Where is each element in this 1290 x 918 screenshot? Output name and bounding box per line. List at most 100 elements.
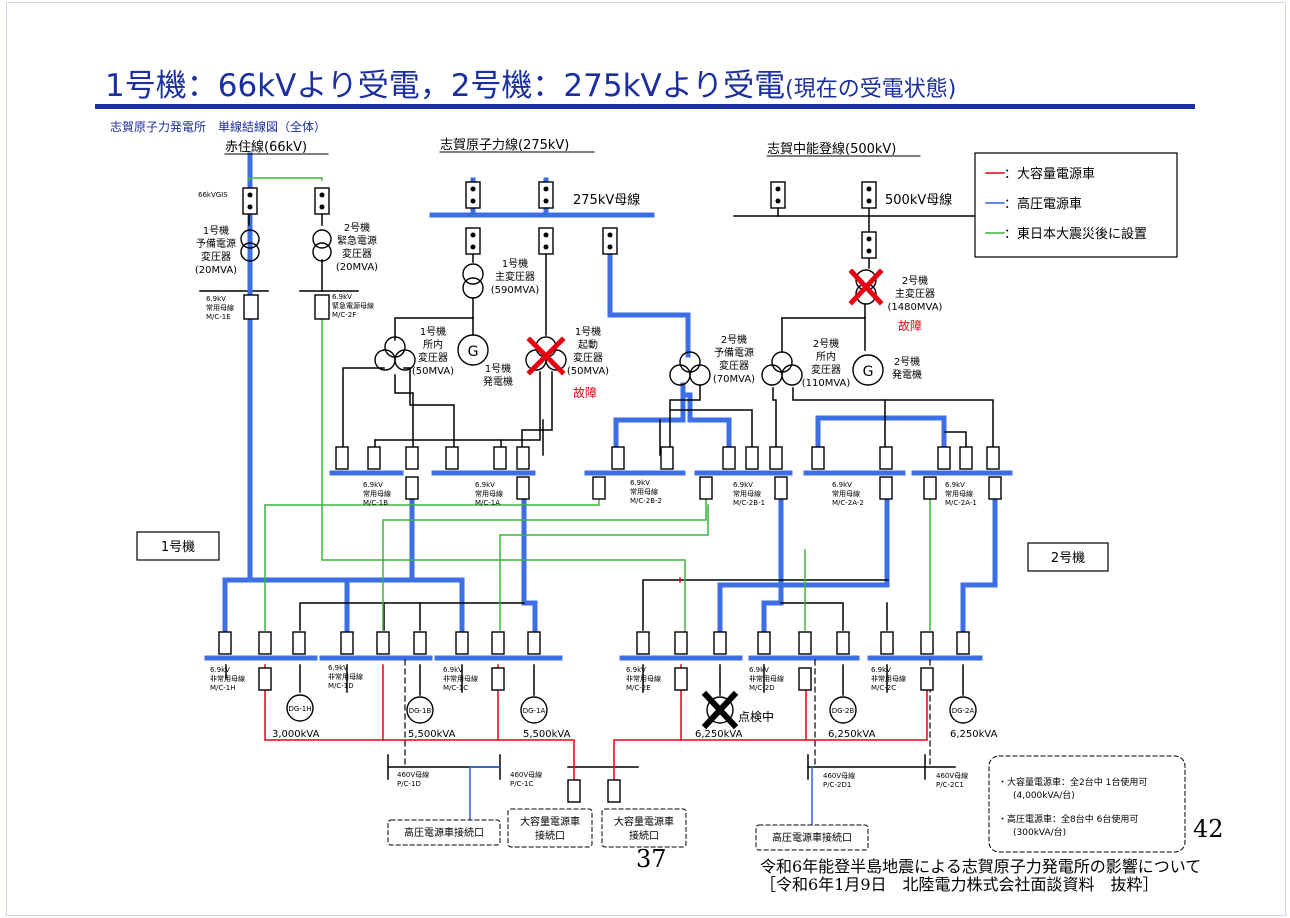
- fault-mark-u2-main: [848, 268, 884, 306]
- u2-backup-tr-l4: (70MVA): [713, 374, 755, 385]
- u2-house-transformer: [761, 351, 803, 386]
- m2a2-l1: 6.9kV: [832, 481, 852, 489]
- m1a-l1: 6.9kV: [475, 481, 495, 489]
- u1-generator: [457, 334, 489, 366]
- u1-backup-transformer: [240, 229, 260, 262]
- hv-vehicle-wiring: [469, 766, 813, 826]
- m1a-l3: M/C-1A: [475, 499, 500, 507]
- diesel-generators: [286, 694, 977, 724]
- cap-1: 3,000kVA: [272, 729, 320, 740]
- m2f-l3: M/C-2F: [332, 311, 356, 319]
- u1-backup-tr-l3: 変圧器: [201, 250, 231, 263]
- m2f-l2: 緊急電源母線: [332, 301, 374, 310]
- m1h-l1: 6.9kV: [210, 666, 230, 674]
- u1-start-fault-label: 故障: [573, 385, 597, 400]
- m2c-l1: 6.9kV: [871, 666, 891, 674]
- line-chuno: 志賀中能登線(500kV): [767, 141, 896, 157]
- lg-connection-2-l2: 接続口: [629, 829, 659, 842]
- m2b1-l3: M/C-2B-1: [733, 499, 765, 507]
- u1-generator-glyph: G: [468, 344, 479, 360]
- lg-connection-1-l2: 接続口: [535, 829, 565, 842]
- inspection-mark-dg-2d: [701, 690, 739, 730]
- m1a-l2: 常用母線: [475, 489, 503, 498]
- source-line-1: 令和6年能登半島地震による志賀原子力発電所の影響について: [760, 857, 1202, 876]
- legend-box: [974, 152, 1178, 258]
- m1e-l1: 6.9kV: [206, 295, 226, 303]
- m2d-l3: M/C-2D: [749, 684, 775, 692]
- p2d1-l1: 460V母線: [823, 771, 855, 780]
- slide-frame: [6, 2, 1286, 916]
- hv-connection-1: 高圧電源車接続口: [404, 826, 484, 839]
- lg-connection-2-l1: 大容量電源車: [614, 815, 674, 828]
- m2a2-l2: 常用母線: [832, 489, 860, 498]
- m1h-l3: M/C-1H: [210, 684, 236, 692]
- bus-500kv-label: 500kV母線: [885, 192, 952, 208]
- m2a1-l1: 6.9kV: [945, 481, 965, 489]
- p2d1-l2: P/C-2D1: [823, 781, 851, 789]
- u2-emerg-tr-l1: 2号機: [344, 221, 370, 234]
- cap-6: 6,250kVA: [950, 729, 998, 740]
- m2e-l3: M/C-2E: [626, 684, 651, 692]
- u2-main-fault-label: 故障: [898, 318, 922, 333]
- m1d-l2: 非常用母線: [328, 672, 363, 681]
- hv-connection-box-1: [387, 819, 501, 846]
- u1-house-tr-l1: 1号機: [420, 325, 446, 338]
- m2e-l2: 非常用母線: [626, 674, 661, 683]
- p1c-l1: 460V母線: [510, 770, 542, 779]
- lg-connection-1-l1: 大容量電源車: [520, 815, 580, 828]
- source-note: 令和6年能登半島地震による志賀原子力発電所の影響について ［令和6年1月9日 北…: [760, 858, 1201, 894]
- m1c-l1: 6.9kV: [443, 666, 463, 674]
- main-buses: [204, 212, 1013, 661]
- legend-items: [985, 172, 1005, 234]
- line-shika: 志賀原子力線(275kV): [440, 137, 569, 153]
- u2-emerg-tr-l2: 緊急電源: [337, 234, 377, 247]
- u2-house-tr-l4: (110MVA): [802, 378, 851, 389]
- m1d-l1: 6.9kV: [328, 664, 348, 672]
- m2c-l3: M/C-2C: [871, 684, 896, 692]
- dg-1b-label: DG-1B: [409, 707, 432, 715]
- gis-label: 66kVGIS: [198, 191, 228, 199]
- u2-main-tr-l1: 2号機: [902, 274, 928, 287]
- u2-gen-l1: 2号機: [894, 355, 920, 368]
- lg-connection-box-2: [601, 808, 687, 848]
- u2-generator: [852, 354, 884, 386]
- dg-2a-label: DG-2A: [952, 707, 975, 715]
- m1h-l2: 非常用母線: [210, 674, 245, 683]
- u2-backup-tr-l3: 変圧器: [719, 359, 749, 372]
- u1-main-tr-l2: 主変圧器: [495, 270, 535, 283]
- avail-large-l1: ・大容量電源車：全2台中 1台使用可: [998, 776, 1147, 788]
- unit2-box: [1027, 542, 1109, 572]
- m2a1-l3: M/C-2A-1: [945, 499, 977, 507]
- u2-main-tr-l3: (1480MVA): [888, 302, 943, 313]
- unit1-box: [136, 531, 220, 561]
- dg-1a-label: DG-1A: [523, 707, 546, 715]
- u1-house-tr-l3: 変圧器: [418, 351, 448, 364]
- page-number-right: 42: [1193, 815, 1224, 843]
- page-number-left: 37: [636, 845, 667, 873]
- cap-5: 6,250kVA: [828, 729, 876, 740]
- hv-connection-2: 高圧電源車接続口: [772, 831, 852, 844]
- line-akasumi: 赤住線(66kV): [225, 139, 307, 155]
- u1-start-tr-l3: 変圧器: [573, 351, 603, 364]
- m2b2-l2: 常用母線: [630, 487, 658, 496]
- m2b2-l1: 6.9kV: [630, 479, 650, 487]
- diagram-caption: 志賀原子力発電所 単線結線図（全体）: [110, 120, 327, 134]
- u2-emerg-tr-l4: (20MVA): [336, 262, 378, 273]
- red-wiring: [264, 577, 928, 781]
- m2d-l1: 6.9kV: [749, 666, 769, 674]
- m2a1-l2: 常用母線: [945, 489, 973, 498]
- u1-main-tr-l1: 1号機: [502, 257, 528, 270]
- u1-backup-tr-l1: 1号機: [203, 224, 229, 237]
- m2e-l1: 6.9kV: [626, 666, 646, 674]
- dg-1h-label: DG-1H: [288, 705, 311, 713]
- cap-4: 6,250kVA: [695, 729, 743, 740]
- u1-start-tr-l4: (50MVA): [567, 366, 609, 377]
- generators: [457, 334, 884, 386]
- blue-feeders: [222, 152, 998, 633]
- title-subtitle: (現在の受電状態): [785, 77, 957, 102]
- source-line-2: ［令和6年1月9日 北陸電力株式会社面談資料 抜粋］: [760, 875, 1159, 894]
- cap-3: 5,500kVA: [523, 729, 571, 740]
- u2-backup-tr-l2: 予備電源: [714, 346, 754, 359]
- u2-emerg-tr-l3: 変圧器: [342, 247, 372, 260]
